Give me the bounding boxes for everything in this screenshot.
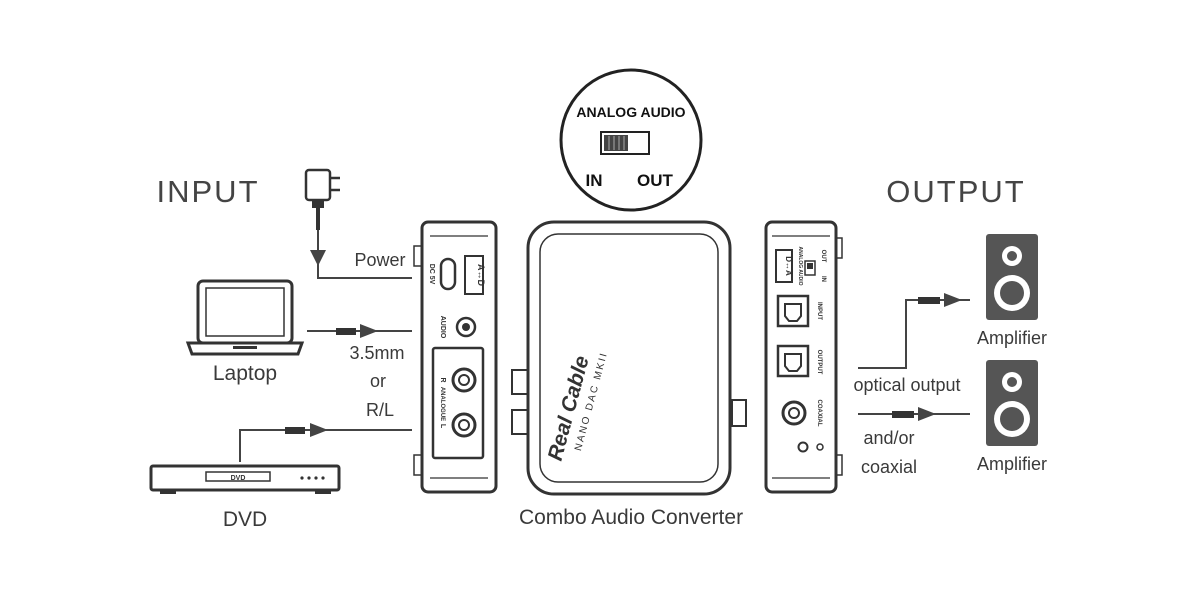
device-name: Combo Audio Converter [519,506,743,529]
input-heading: INPUT [157,174,260,209]
right-input-label: INPUT [816,302,822,320]
left-mode-label: A↔D [476,264,486,286]
cable-label-line3: R/L [366,400,394,420]
dvd-player-icon: DVD [149,464,341,494]
power-label: Power [354,250,405,270]
and-or-label: and/or [863,428,914,448]
callout-title: ANALOG AUDIO [576,104,685,120]
right-mode-label: D↔A [784,256,793,276]
output-heading: OUTPUT [886,174,1025,209]
power-adapter-icon [304,168,412,279]
left-l-label: L [439,424,446,429]
analog-audio-callout: ANALOG AUDIO IN OUT [559,68,703,212]
left-r-label: R [439,377,446,382]
laptop-icon [185,279,305,356]
cable-label-line1: 3.5mm [349,343,404,363]
coaxial-output-label: coaxial [861,457,917,477]
callout-out: OUT [637,171,674,190]
speaker-icon [986,360,1038,446]
cable-label-line2: or [370,371,386,391]
left-analog-label: ANALOGUE [439,387,445,421]
optical-cable [858,293,970,369]
optical-output-label: optical output [853,375,960,395]
right-in-label: IN [820,276,826,282]
left-side-panel: DC 5V A↔D AUDIO R ANALOGUE L [413,220,498,494]
right-output-label: OUTPUT [816,350,822,375]
left-audio-label: AUDIO [439,316,446,339]
amplifier-1-label: Amplifier [977,328,1047,348]
right-out-label: OUT [820,250,826,263]
callout-in: IN [586,171,603,190]
converter-body: Real Cable NANO DAC MKII [511,220,747,496]
dvd-tray-label: DVD [231,475,246,482]
speaker-icon [986,234,1038,320]
right-switch-label: ANALOG AUDIO [797,247,803,286]
right-side-panel: D↔A ANALOG AUDIO OUT IN INPUT OUTPUT COA… [764,220,843,494]
amplifier-2-label: Amplifier [977,454,1047,474]
dvd-label: DVD [223,508,267,531]
right-coaxial-label: COAXIAL [816,400,822,427]
coaxial-cable [858,407,970,421]
dvd-cable [239,423,412,462]
left-dc-label: DC 5V [428,264,435,285]
analog-switch-icon [600,131,650,155]
laptop-cable [307,324,412,338]
laptop-label: Laptop [213,362,277,385]
